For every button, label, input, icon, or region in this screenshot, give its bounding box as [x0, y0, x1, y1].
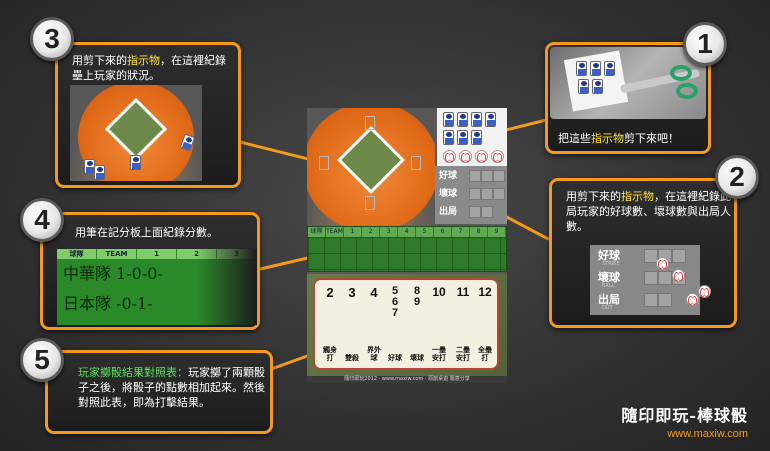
callout-step-1: 把這些指示物剪下來吧！: [545, 42, 711, 154]
ball-marker: [672, 269, 685, 282]
ball-marker: [686, 293, 699, 306]
runner-marker: [130, 155, 141, 170]
callout-step-3: 用剪下來的指示物，在這裡紀錄壘上玩家的狀況。: [55, 42, 241, 188]
callout-step-5: 玩家擲骰結果對照表：玩家擲了兩顆骰子之後，將骰子的點數相加起來。然後對照此表，即…: [45, 350, 273, 434]
marker-sheet: [437, 108, 507, 166]
brand-url[interactable]: www.maxiw.com: [667, 428, 748, 440]
scoreboard-row-team-2: 日本隊 -0-1-: [63, 294, 153, 313]
ball-marker: [656, 257, 669, 270]
scoreboard-row-team-1: 中華隊 1-0-0-: [63, 264, 163, 283]
step-1-badge: 1: [683, 22, 727, 66]
callout-step-4-text: 用筆在記分板上面紀錄分數。: [75, 226, 218, 239]
board-footer: 隨印即玩2012 · www.maxiw.com · 原創桌遊 隨意分享: [307, 376, 507, 383]
scissors-photo: [550, 47, 706, 119]
callout-step-1-text: 把這些指示物剪下來吧！: [558, 132, 679, 145]
callout-step-5-text: 玩家擲骰結果對照表：玩家擲了兩顆骰子之後，將骰子的點數相加起來。然後對照此表，即…: [78, 366, 265, 409]
step-4-badge: 4: [20, 198, 64, 242]
board-count-panel: 好球 壞球 出局: [435, 166, 507, 224]
step-3-badge: 3: [30, 17, 74, 61]
callout-step-2-text: 用剪下來的指示物，在這裡紀錄此局玩家的好球數、壞球數與出局人數。: [566, 190, 731, 233]
brand-title: 隨印即玩-棒球骰: [621, 406, 748, 425]
callout-step-3-text: 用剪下來的指示物，在這裡紀錄壘上玩家的狀況。: [72, 54, 226, 82]
runner-marker: [94, 165, 105, 180]
ball-marker: [698, 285, 711, 298]
step-2-badge: 2: [715, 155, 759, 199]
brand-block: 隨印即玩-棒球骰 www.maxiw.com: [621, 402, 748, 440]
board-field: [307, 108, 435, 226]
count-panel-zoom: 好球 STRIKE 壞球 BALL 出局 OUT: [590, 245, 700, 315]
callout-3-field-image: [70, 85, 202, 181]
callout-step-2: 用剪下來的指示物，在這裡紀錄此局玩家的好球數、壞球數與出局人數。 好球 STRI…: [549, 178, 737, 328]
step-5-badge: 5: [20, 338, 64, 382]
